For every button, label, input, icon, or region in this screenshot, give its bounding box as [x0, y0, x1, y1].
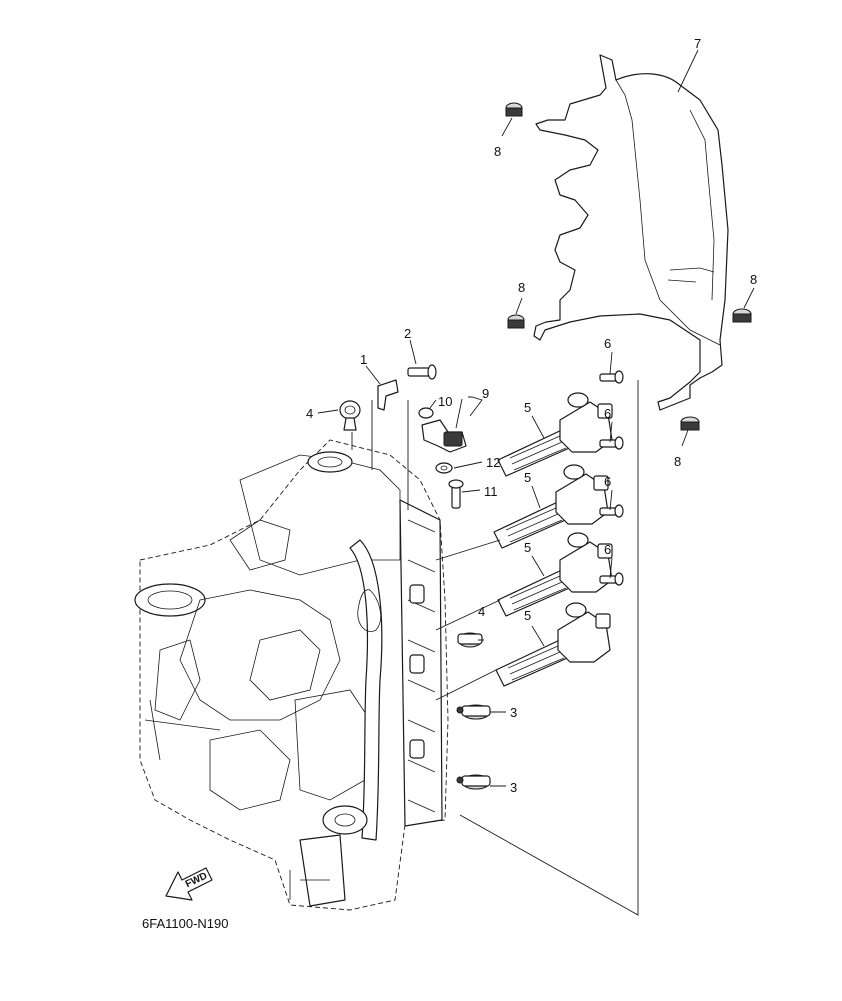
callout-10: 10: [438, 394, 452, 409]
callout-5-c: 5: [524, 540, 531, 555]
callout-8-d: 8: [674, 454, 681, 469]
callout-8-c: 8: [750, 272, 757, 287]
assembly-lines: [317, 49, 755, 916]
callout-5-d: 5: [524, 608, 531, 623]
ignition-coils: [493, 370, 624, 687]
callout-6-d: 6: [604, 542, 611, 557]
callout-12: 12: [486, 455, 500, 470]
callout-1: 1: [360, 352, 367, 367]
ignition-coil-cover: [533, 54, 729, 411]
callout-8-a: 8: [494, 144, 501, 159]
callout-8-b: 8: [518, 280, 525, 295]
small-parts: [339, 364, 491, 790]
callout-11: 11: [484, 484, 498, 499]
callout-6-c: 6: [604, 474, 611, 489]
grommet-set: [505, 102, 752, 431]
callout-2: 2: [404, 326, 411, 341]
callout-7: 7: [694, 36, 701, 51]
fwd-arrow-icon: FWD: [165, 867, 213, 901]
callout-9: 9: [482, 386, 489, 401]
callout-3-a: 3: [510, 705, 517, 720]
callout-numbers: 1 2 4 10 9 12 11 5 5 5 5 6 6 6 6 7 8 8 8…: [306, 36, 757, 795]
callout-3-b: 3: [510, 780, 517, 795]
callout-6-b: 6: [604, 406, 611, 421]
callout-4-upper: 4: [306, 406, 313, 421]
callout-4-lower: 4: [478, 604, 485, 619]
engine-block: [134, 439, 449, 911]
callout-6-a: 6: [604, 336, 611, 351]
callout-5-a: 5: [524, 400, 531, 415]
callout-5-b: 5: [524, 470, 531, 485]
diagram-code: 6FA1100-N190: [142, 916, 229, 931]
